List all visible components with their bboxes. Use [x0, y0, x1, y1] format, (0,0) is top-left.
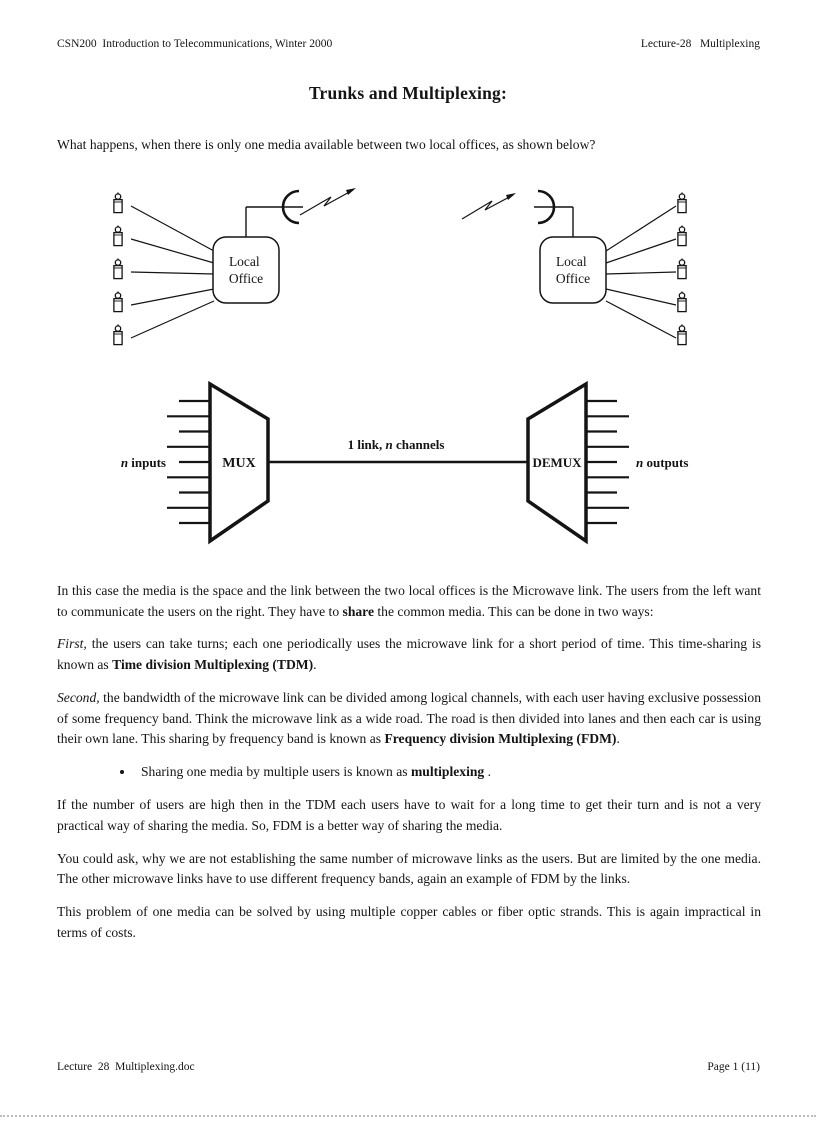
right-local-office-box — [539, 236, 607, 304]
local-offices-figure: Local Office — [0, 175, 816, 371]
n-inputs-label: n inputs — [121, 455, 166, 470]
left-antenna-icon — [245, 189, 303, 237]
input-lines — [167, 399, 210, 525]
paragraph: Second, the bandwidth of the microwave l… — [57, 689, 761, 747]
phone-icon — [677, 224, 687, 247]
body-text: In this case the media is the space and … — [57, 581, 761, 955]
phone-icon — [113, 191, 123, 214]
intro-paragraph: What happens, when there is only one med… — [57, 137, 596, 152]
phone-icon — [113, 257, 123, 280]
phone-icon — [677, 191, 687, 214]
bullet-list: Sharing one media by multiple users is k… — [57, 762, 761, 783]
header-lecture: Lecture-28 Multiplexing — [640, 38, 760, 50]
left-office-label: Local Office — [229, 254, 263, 286]
mux-label: MUX — [222, 456, 255, 471]
local-offices-diagram: Local Office — [113, 188, 687, 346]
page-header: CSN200 Introduction to Telecommunication… — [57, 38, 760, 50]
n-outputs-label: n outputs — [636, 455, 688, 470]
header-course: CSN200 Introduction to Telecommunication… — [57, 38, 333, 50]
footer-page-number: Page 1 (11) — [707, 1061, 760, 1073]
phone-icon — [677, 257, 687, 280]
mux-demux-diagram: n inputs MUX 1 link, n channels — [121, 380, 688, 545]
phone-icon — [113, 290, 123, 313]
demux-label: DEMUX — [532, 455, 582, 470]
phone-icon — [677, 290, 687, 313]
right-microwave-signal-icon — [461, 193, 516, 220]
paragraph: This problem of one media can be solved … — [57, 903, 761, 940]
mux-shape — [208, 380, 270, 545]
page-footer: Lecture 28 Multiplexing.doc Page 1 (11) — [57, 1061, 760, 1073]
bullet-item: Sharing one media by multiple users is k… — [135, 762, 761, 783]
output-lines — [586, 399, 629, 525]
paragraph: You could ask, why we are not establishi… — [57, 850, 761, 887]
paragraph: In this case the media is the space and … — [57, 583, 761, 619]
footer-filename: Lecture 28 Multiplexing.doc — [57, 1061, 195, 1073]
phone-icon — [113, 323, 123, 346]
phone-icon — [677, 323, 687, 346]
left-local-office-box — [212, 236, 280, 304]
mux-demux-figure: n inputs MUX 1 link, n channels — [0, 373, 816, 557]
left-microwave-signal-icon — [299, 188, 356, 216]
bottom-dotted-divider — [0, 1115, 816, 1117]
right-subscriber-lines — [605, 205, 677, 339]
link-label: 1 link, n channels — [348, 437, 445, 452]
page-title: Trunks and Multiplexing: — [308, 83, 507, 103]
right-antenna-icon — [534, 189, 574, 237]
phone-icon — [113, 224, 123, 247]
paragraph: First, the users can take turns; each on… — [57, 636, 761, 673]
right-office-label: Local Office — [556, 254, 590, 286]
demux-shape — [526, 380, 588, 545]
left-subscriber-lines — [130, 205, 215, 339]
paragraph: If the number of users are high then in … — [57, 797, 761, 834]
